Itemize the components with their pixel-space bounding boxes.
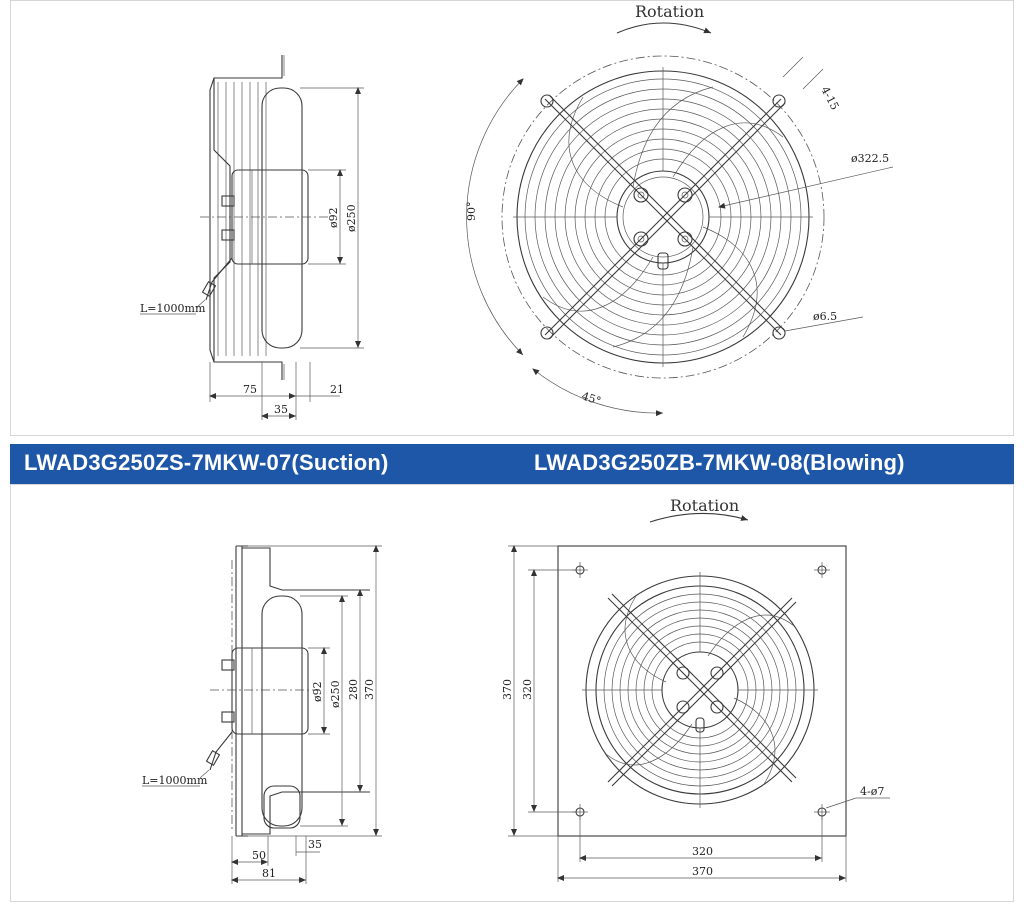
bottom-side-view: L=1000mm ø92 ø250 280 370 35 50 81 bbox=[142, 545, 382, 884]
dim-width-370: 370 bbox=[692, 865, 713, 878]
dim-depth-50: 50 bbox=[252, 849, 266, 862]
rotation-label-bottom: Rotation bbox=[670, 496, 739, 515]
model-banner: LWAD3G250ZS-7MKW-07(Suction) LWAD3G250ZB… bbox=[10, 444, 1014, 484]
dim-pcd: ø322.5 bbox=[851, 152, 889, 165]
dim-depth: 75 bbox=[243, 383, 257, 396]
dim-angle-45: 45° bbox=[580, 389, 603, 407]
dim-height-370: 370 bbox=[501, 679, 514, 700]
dim-height-320: 320 bbox=[521, 679, 534, 700]
dim-holes: 4-ø7 bbox=[860, 785, 884, 798]
dim-slots: 4-15 bbox=[818, 84, 841, 112]
dim-motor-diameter: ø92 bbox=[327, 207, 340, 228]
dim-hub: 35 bbox=[274, 403, 288, 416]
dim-plate-370: 370 bbox=[363, 679, 376, 700]
rotation-label: Rotation bbox=[635, 2, 704, 21]
dim-width-320: 320 bbox=[692, 845, 713, 858]
dim-offset: 21 bbox=[330, 383, 344, 396]
top-front-view: Rotation bbox=[465, 2, 894, 417]
dim-hole: ø6.5 bbox=[813, 310, 837, 323]
bottom-front-view: Rotation bbox=[501, 496, 890, 882]
top-drawing-panel bbox=[10, 0, 1014, 436]
top-side-view: L=1000mm ø92 ø250 75 21 35 bbox=[140, 55, 364, 420]
dim-offset-35: 35 bbox=[308, 838, 322, 851]
cable-length-label: L=1000mm bbox=[140, 302, 206, 315]
dim-angle-90: 90° bbox=[465, 202, 478, 222]
cable-length-label-bottom: L=1000mm bbox=[142, 774, 208, 787]
dim-motor-diameter-bottom: ø92 bbox=[311, 681, 324, 702]
dim-guard-diameter-bottom: ø250 bbox=[329, 680, 342, 708]
model-blowing-title: LWAD3G250ZB-7MKW-08(Blowing) bbox=[534, 450, 905, 475]
dim-depth-81: 81 bbox=[262, 867, 276, 880]
dim-guard-diameter: ø250 bbox=[345, 204, 358, 232]
model-suction-title: LWAD3G250ZS-7MKW-07(Suction) bbox=[24, 450, 389, 475]
guard-wire-lines bbox=[217, 82, 267, 356]
dim-ring-280: 280 bbox=[347, 679, 360, 700]
